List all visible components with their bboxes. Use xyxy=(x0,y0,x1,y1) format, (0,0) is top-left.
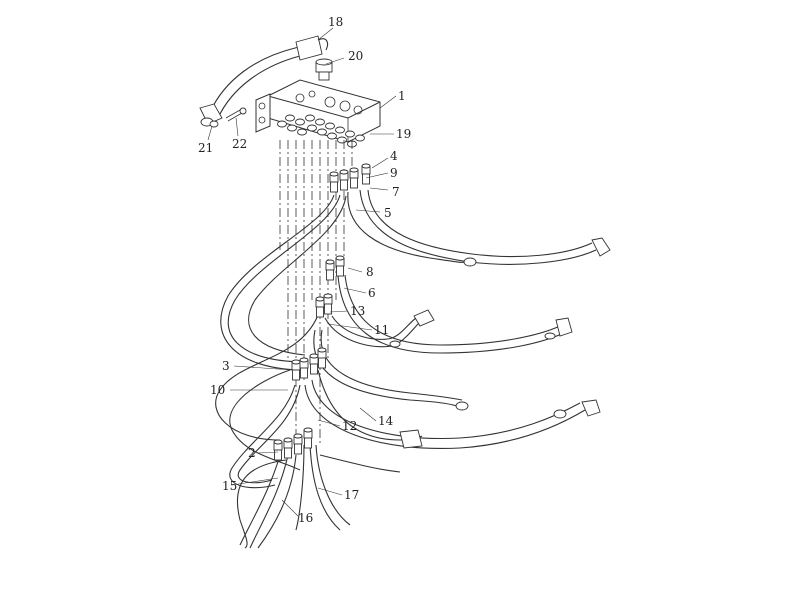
label-9: 9 xyxy=(390,166,398,180)
label-11: 11 xyxy=(374,323,389,337)
label-14: 14 xyxy=(378,414,394,428)
label-3: 3 xyxy=(222,359,230,373)
hose-end-fitting xyxy=(323,293,333,315)
bolt-22 xyxy=(225,107,247,122)
hose-end-fitting xyxy=(273,439,283,461)
block-port xyxy=(335,126,345,134)
label-18: 18 xyxy=(328,15,343,29)
block-port xyxy=(337,136,347,144)
label-2: 2 xyxy=(248,446,256,460)
hose-end-fitting xyxy=(349,167,359,189)
label-7: 7 xyxy=(392,185,400,199)
label-16: 16 xyxy=(298,511,313,525)
return-hose-18 xyxy=(199,35,329,127)
hose-group-middle xyxy=(215,274,573,441)
hose-end-fitting xyxy=(361,163,371,185)
block-port xyxy=(277,120,287,128)
valve-block-1 xyxy=(255,79,381,143)
label-6: 6 xyxy=(368,286,376,300)
block-ports xyxy=(277,114,365,148)
label-13: 13 xyxy=(350,304,365,318)
hose-end-fitting xyxy=(329,171,339,193)
leader-lines xyxy=(207,27,397,517)
label-22: 22 xyxy=(232,137,247,151)
hose-end-fitting xyxy=(293,433,303,455)
label-21: 21 xyxy=(198,141,213,155)
label-1: 1 xyxy=(398,89,406,103)
block-port xyxy=(285,114,295,122)
block-port xyxy=(307,124,317,132)
block-port xyxy=(295,118,305,126)
label-19: 19 xyxy=(396,127,411,141)
hose-end-fitting xyxy=(303,427,313,449)
block-port xyxy=(317,128,327,136)
label-17: 17 xyxy=(344,488,359,502)
hose-end-fitting xyxy=(291,359,301,381)
hose-end-fitting xyxy=(283,437,293,459)
hose-group-upper xyxy=(220,189,611,371)
label-5: 5 xyxy=(384,206,392,220)
block-port xyxy=(345,130,355,138)
hose-end-fitting xyxy=(309,353,319,375)
hose-end-fitting xyxy=(317,347,327,369)
hose-end-fitting xyxy=(339,169,349,191)
fitting-20 xyxy=(315,58,333,81)
hose-group-bottom xyxy=(236,444,401,549)
hose-end-fitting xyxy=(299,357,309,379)
hose-end-fitting xyxy=(315,296,325,318)
block-port xyxy=(297,128,307,136)
label-20: 20 xyxy=(348,49,363,63)
hose-group-lower xyxy=(229,369,601,489)
label-15: 15 xyxy=(222,479,237,493)
block-port xyxy=(327,132,337,140)
label-4: 4 xyxy=(390,149,398,163)
label-8: 8 xyxy=(366,265,374,279)
fitting-stacks xyxy=(273,163,371,461)
block-port xyxy=(355,134,365,142)
elbow-fitting-21 xyxy=(209,120,219,128)
block-port xyxy=(315,118,325,126)
block-port xyxy=(305,114,315,122)
label-10: 10 xyxy=(210,383,225,397)
hose-end-fitting xyxy=(325,259,335,281)
part-number-labels: 1 2 3 4 5 6 7 8 9 10 11 12 13 14 15 16 1… xyxy=(198,15,411,525)
block-port xyxy=(287,124,297,132)
hose-end-fitting xyxy=(335,255,345,277)
block-port xyxy=(325,122,335,130)
label-12: 12 xyxy=(342,419,357,433)
